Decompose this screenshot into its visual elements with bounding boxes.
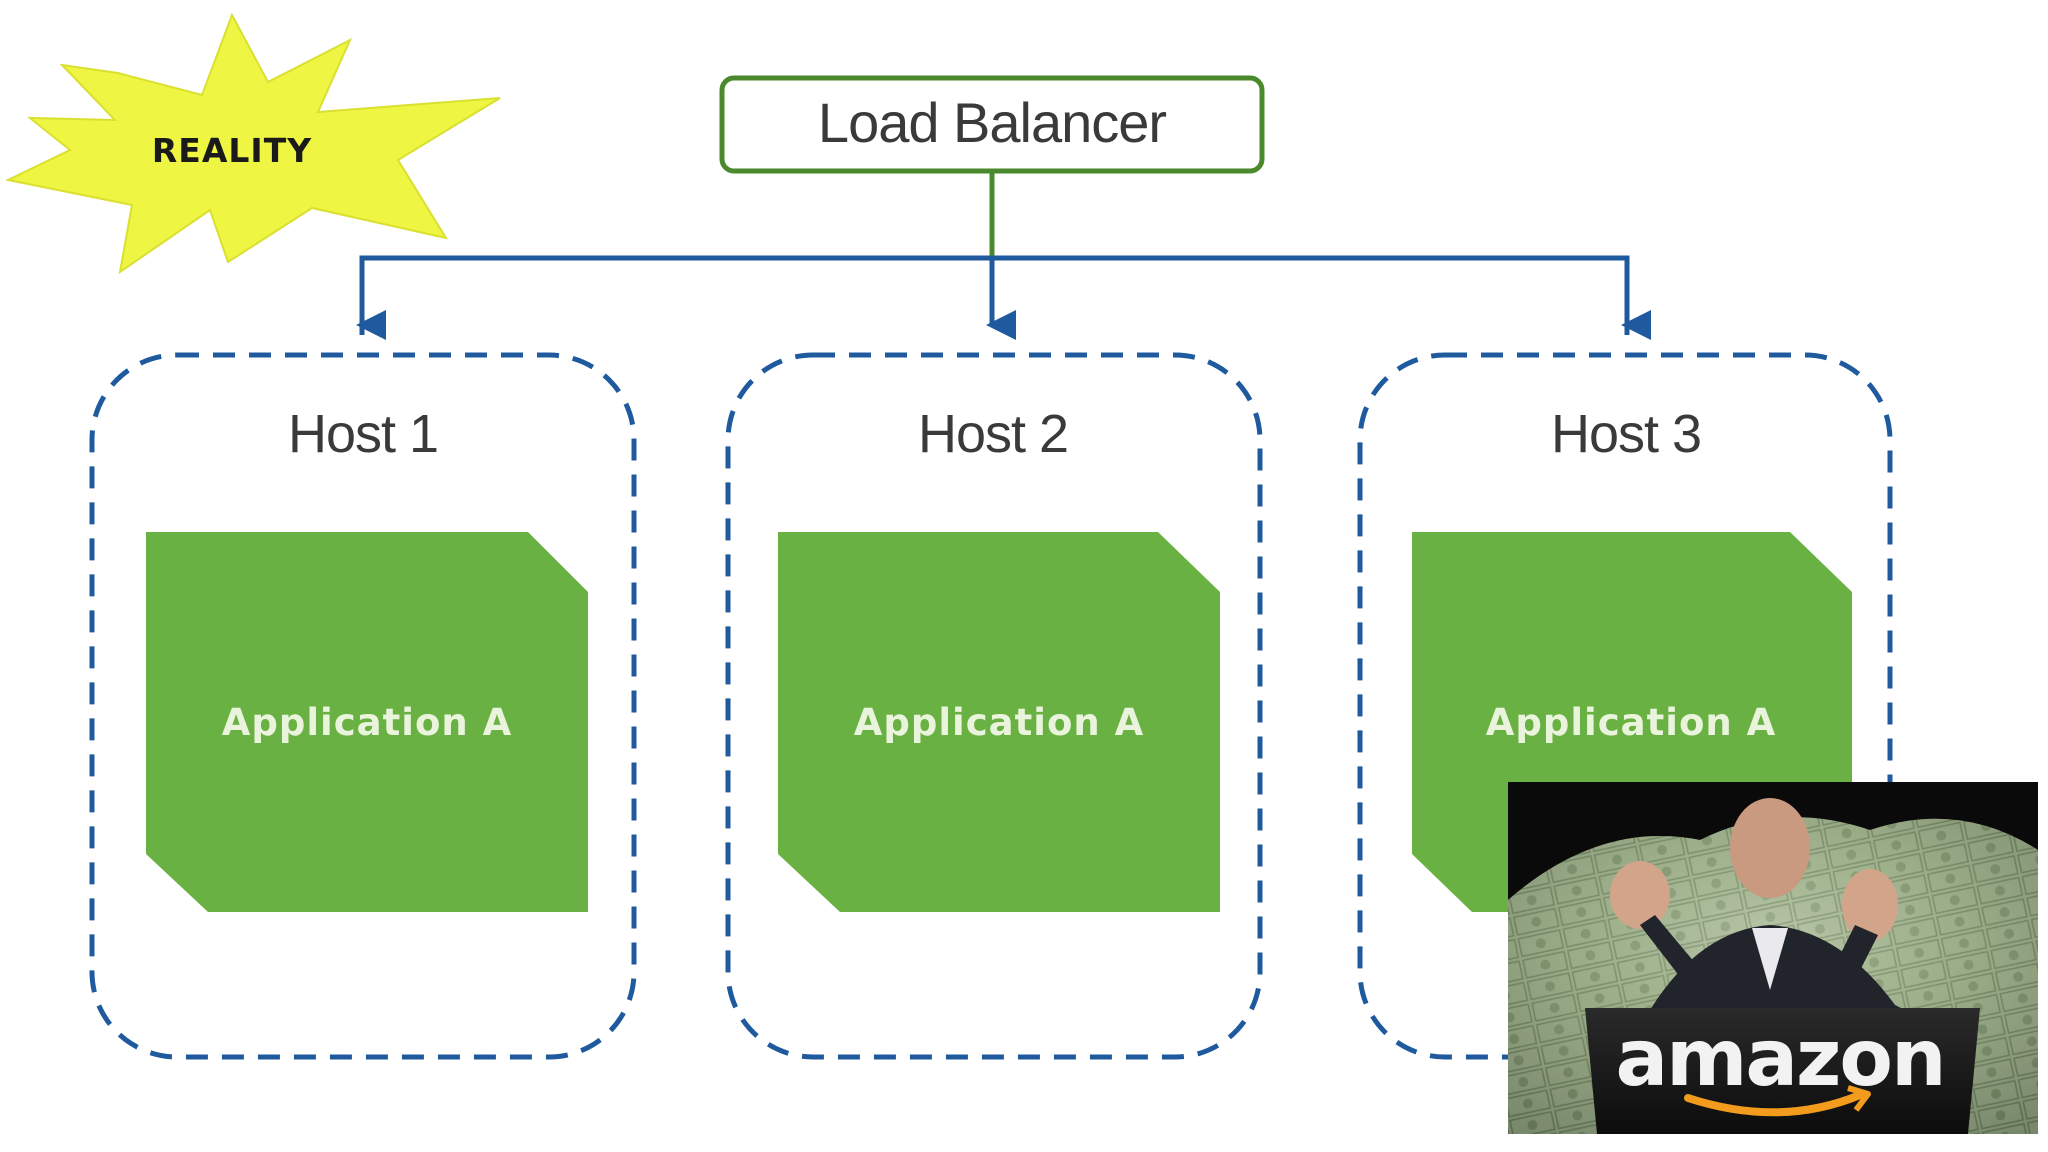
burst-shape bbox=[4, 12, 501, 275]
host-2-app-label: Application A bbox=[854, 701, 1145, 744]
host-3-app-label: Application A bbox=[1486, 701, 1777, 744]
person-right-arm bbox=[1830, 925, 1878, 990]
host-2-label: Host 2 bbox=[918, 404, 1068, 464]
reality-burst: REALITY bbox=[4, 12, 501, 275]
host-2: Host 2 Application A bbox=[725, 352, 1263, 1060]
host-2-boundary bbox=[725, 352, 1263, 1060]
host-1-boundary bbox=[89, 352, 637, 1060]
podium bbox=[1585, 1008, 1980, 1134]
person-head bbox=[1730, 798, 1810, 898]
load-balancer-label: Load Balancer bbox=[818, 91, 1167, 154]
person-left-hand bbox=[1610, 861, 1670, 929]
podium-brand-text: amazon bbox=[1615, 1014, 1944, 1104]
person-shirt bbox=[1752, 928, 1788, 990]
person-left-arm bbox=[1640, 915, 1705, 990]
person-right-hand bbox=[1842, 869, 1898, 941]
overlay-photo: amazon bbox=[1508, 782, 2038, 1134]
burst-label: REALITY bbox=[152, 131, 312, 170]
host-1-app-block bbox=[146, 532, 588, 912]
amazon-smile-icon bbox=[1684, 1091, 1864, 1117]
host-3-label: Host 3 bbox=[1551, 404, 1701, 464]
host-1-label: Host 1 bbox=[288, 404, 438, 464]
load-balancer: Load Balancer bbox=[719, 75, 1265, 174]
host-1: Host 1 Application A bbox=[89, 352, 637, 1060]
connectors bbox=[356, 172, 1651, 340]
host-1-app-label: Application A bbox=[222, 701, 513, 744]
host-2-app-block bbox=[778, 532, 1220, 912]
load-balancer-box bbox=[719, 75, 1265, 174]
person-figure bbox=[1610, 798, 1905, 1010]
amazon-smile-arrowhead bbox=[1847, 1085, 1871, 1112]
